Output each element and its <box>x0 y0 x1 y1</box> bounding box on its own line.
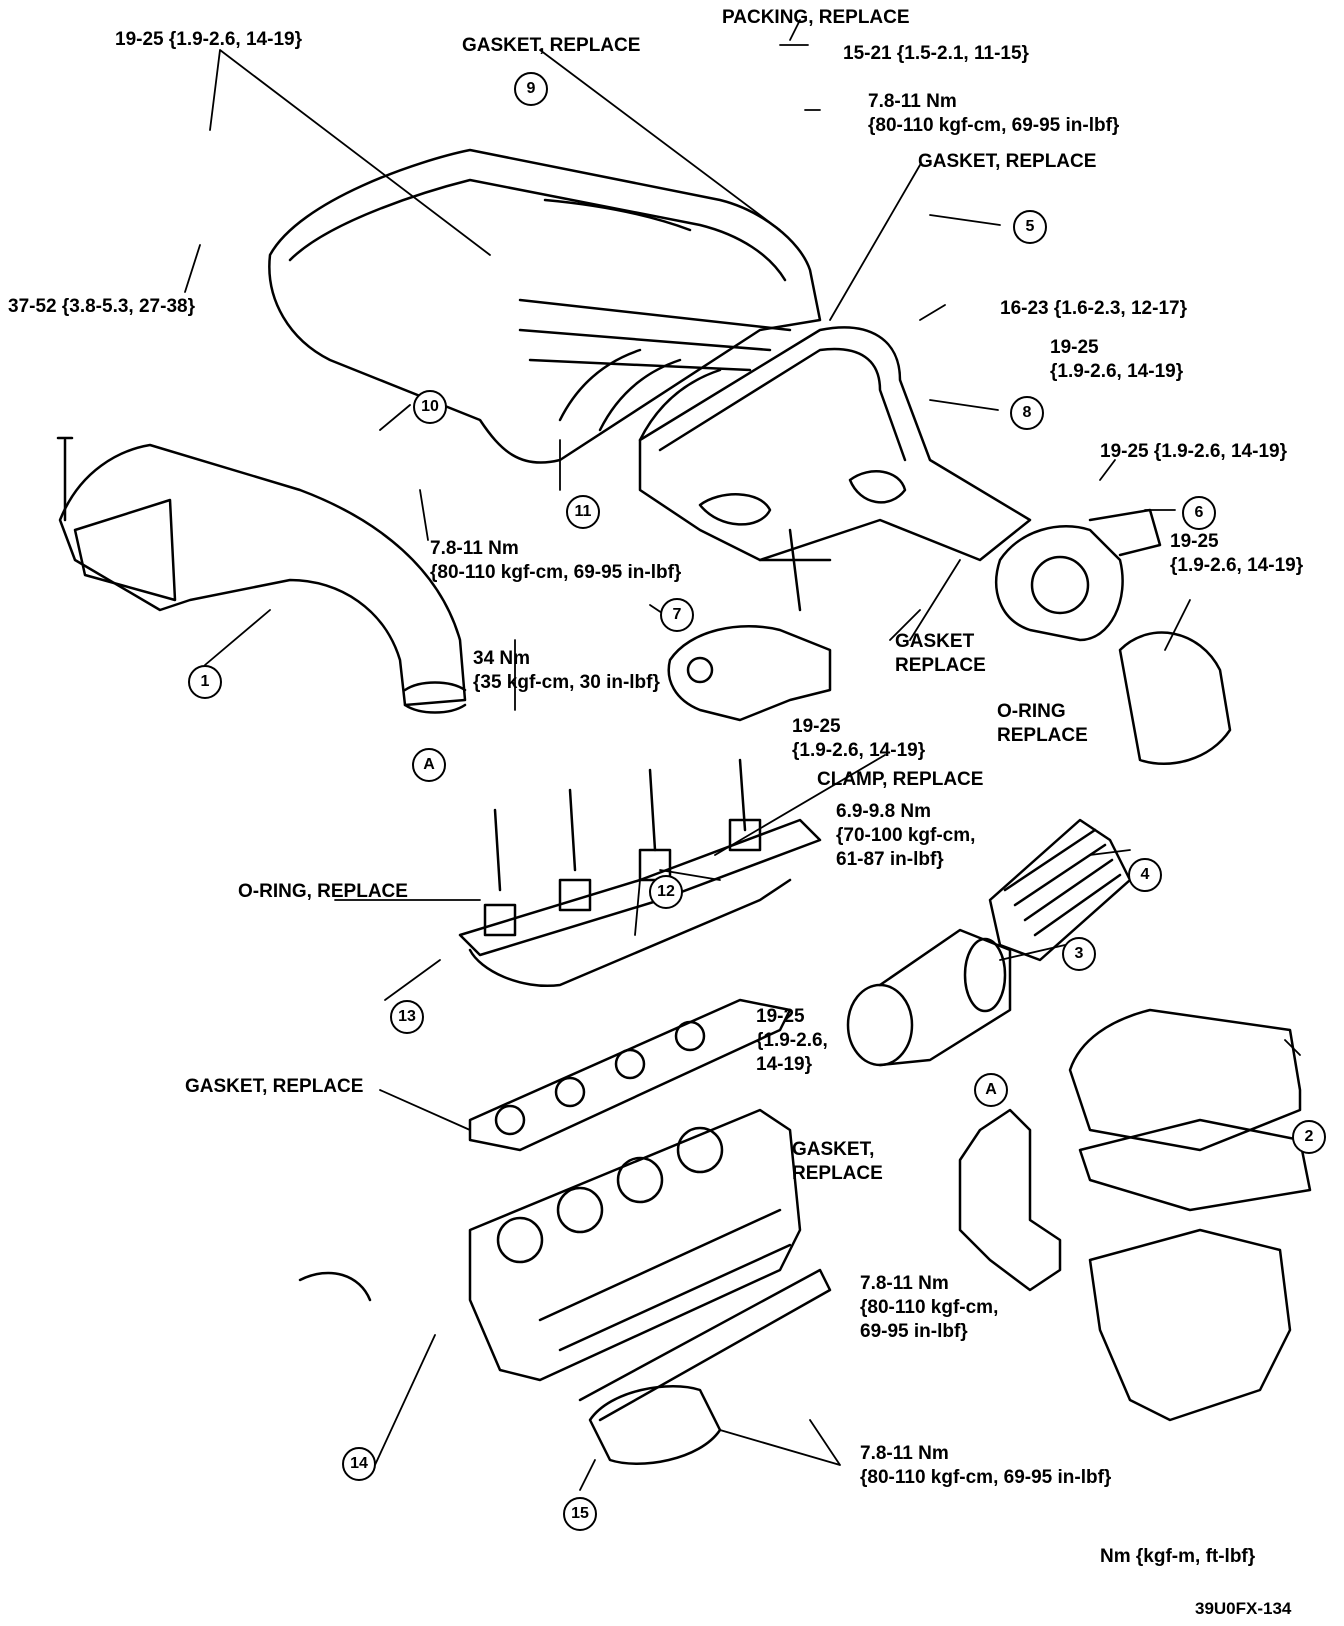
callout-7: 7 <box>660 598 694 632</box>
gasket-replace-label: GASKET, REPLACE <box>462 35 641 56</box>
callout-1: 1 <box>188 665 222 699</box>
fuel-rail-assembly <box>458 758 822 988</box>
callout-A: A <box>974 1073 1008 1107</box>
torque-spec-16-23: 16-23 {1.6-2.3, 12-17} <box>1000 298 1187 319</box>
callout-8: 8 <box>1010 396 1044 430</box>
torque-spec-34: 34 Nm {35 kgf-cm, 30 in-lbf} <box>473 648 660 693</box>
plenum-extension <box>638 326 1032 562</box>
lower-intake-manifold <box>298 1108 802 1382</box>
air-flow-meter <box>846 928 1012 1067</box>
torque-spec-7-8-11: 7.8-11 Nm {80-110 kgf-cm, 69-95 in-lbf} <box>860 1443 1112 1488</box>
lower-cover-plate <box>578 1268 832 1465</box>
torque-spec-7-8-11: 7.8-11 Nm {80-110 kgf-cm, 69-95 in-lbf} <box>430 538 682 583</box>
upper-intake-plenum <box>268 148 822 464</box>
torque-spec-19-25: 19-25 {1.9-2.6, 14-19} <box>1050 337 1184 382</box>
callout-2: 2 <box>1292 1120 1326 1154</box>
callout-15: 15 <box>563 1497 597 1531</box>
torque-spec-19-25: 19-25 {1.9-2.6, 14-19} <box>1100 441 1287 462</box>
air-intake-hose <box>988 631 1232 962</box>
callout-5: 5 <box>1013 210 1047 244</box>
callout-A: A <box>412 748 446 782</box>
clamp-replace-label: CLAMP, REPLACE <box>817 769 984 790</box>
torque-spec-7-8-11: 7.8-11 Nm {80-110 kgf-cm, 69-95 in-lbf} <box>868 91 1120 136</box>
gasket-replace-label: GASKET, REPLACE <box>792 1139 883 1184</box>
torque-spec-7-8-11: 7.8-11 Nm {80-110 kgf-cm, 69-95 in-lbf} <box>860 1273 999 1342</box>
callout-11: 11 <box>566 495 600 529</box>
torque-spec-19-25: 19-25 {1.9-2.6, 14-19} <box>756 1006 828 1075</box>
torque-spec-19-25: 19-25 {1.9-2.6, 14-19} <box>792 716 926 761</box>
callout-12: 12 <box>649 875 683 909</box>
bypass-air-valve <box>667 528 832 722</box>
torque-spec-6-9-9-8: 6.9-9.8 Nm {70-100 kgf-cm, 61-87 in-lbf} <box>836 801 976 870</box>
gasket-replace-label: GASKET, REPLACE <box>185 1076 364 1097</box>
callout-13: 13 <box>390 1000 424 1034</box>
air-duct <box>56 436 467 714</box>
callout-9: 9 <box>514 72 548 106</box>
packing-replace-label: PACKING, REPLACE <box>722 7 910 28</box>
gasket-replace-label: GASKET REPLACE <box>895 631 986 676</box>
callout-4: 4 <box>1128 858 1162 892</box>
torque-spec-19-25: 19-25 {1.9-2.6, 14-19} <box>115 29 302 50</box>
resonator-duct <box>958 1108 1062 1292</box>
torque-spec-37-52: 37-52 {3.8-5.3, 27-38} <box>8 296 195 317</box>
callout-10: 10 <box>413 390 447 424</box>
callout-3: 3 <box>1062 937 1096 971</box>
torque-spec-15-21: 15-21 {1.5-2.1, 11-15} <box>843 43 1029 64</box>
oring-replace-label: O-RING, REPLACE <box>238 881 408 902</box>
figure-code: 39U0FX-134 <box>1195 1599 1292 1618</box>
oring-replace-label: O-RING REPLACE <box>997 701 1088 746</box>
air-cleaner <box>1068 1008 1312 1422</box>
throttle-body <box>995 508 1162 642</box>
intake-manifold-gasket <box>468 998 792 1152</box>
torque-spec-19-25: 19-25 {1.9-2.6, 14-19} <box>1170 531 1304 576</box>
callout-6: 6 <box>1182 496 1216 530</box>
units-legend: Nm {kgf-m, ft-lbf} <box>1100 1546 1256 1567</box>
callout-14: 14 <box>342 1447 376 1481</box>
gasket-replace-label: GASKET, REPLACE <box>918 151 1097 172</box>
leader-lines <box>184 19 1301 1491</box>
